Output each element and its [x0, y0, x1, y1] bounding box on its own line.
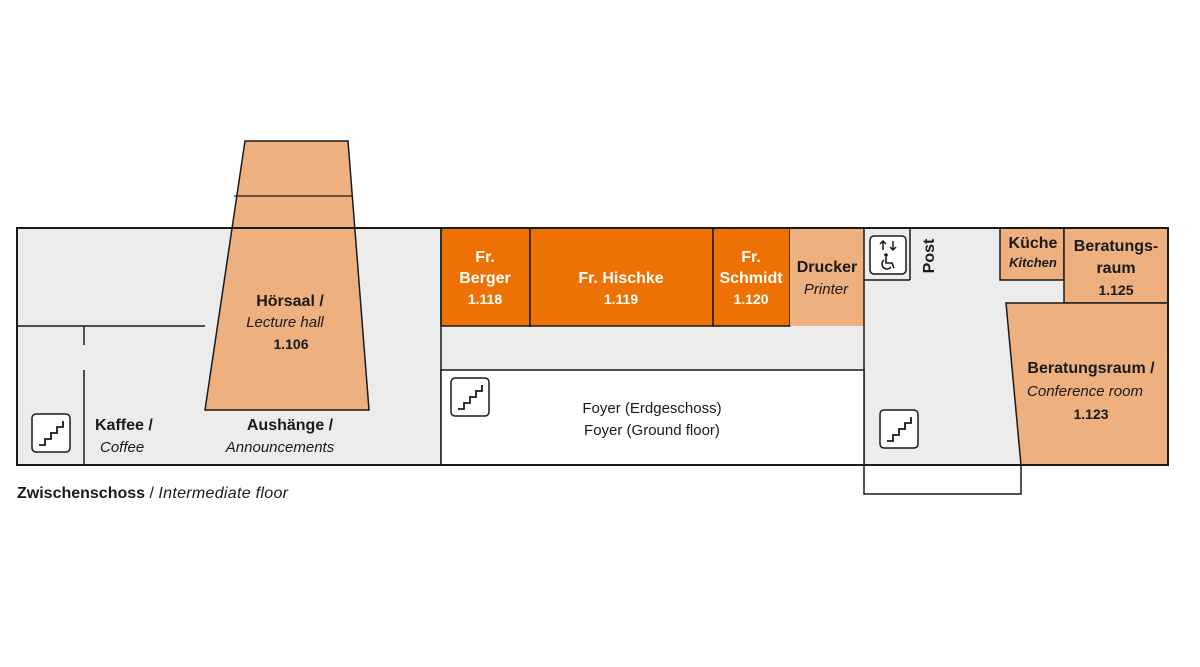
kitchen-label-en: Kitchen	[1009, 255, 1057, 270]
foyer-label-2: Foyer (Ground floor)	[584, 422, 720, 439]
berger-number: 1.118	[468, 291, 502, 307]
printer-label-en: Printer	[804, 281, 849, 298]
floor-caption-de: Zwischenschoss	[17, 485, 146, 502]
conference-label-en: Conference room	[1027, 383, 1143, 400]
consult-small-number: 1.125	[1098, 282, 1133, 298]
floor-border	[16, 227, 1169, 466]
lecture-hall-number: 1.106	[273, 336, 308, 352]
berger-label-1: Fr.	[475, 249, 495, 266]
wheelchair-icon	[881, 253, 895, 270]
schmidt-label-1: Fr.	[741, 249, 761, 266]
stairs-icon	[450, 377, 490, 417]
berger-label-2: Berger	[459, 270, 511, 287]
room-berger[interactable]	[440, 227, 531, 327]
coffee-label: Kaffee /	[95, 417, 153, 434]
stairs-icon	[31, 413, 71, 453]
schmidt-label-2: Schmidt	[719, 270, 783, 287]
room-hischke[interactable]	[529, 227, 714, 327]
conference-label: Beratungsraum /	[1027, 360, 1155, 377]
post-label: Post	[921, 238, 938, 273]
lecture-hall-room[interactable]	[204, 140, 370, 411]
notices-label: Aushänge /	[247, 417, 334, 434]
consult-small-label-2: raum	[1096, 260, 1135, 277]
notices-label-en: Announcements	[225, 439, 335, 456]
lecture-hall-name-en: Lecture hall	[246, 314, 324, 331]
room-printer[interactable]	[790, 228, 864, 326]
coffee-label-en: Coffee	[100, 439, 144, 456]
printer-label: Drucker	[797, 259, 857, 276]
consult-small-label-1: Beratungs-	[1074, 238, 1158, 255]
hischke-number: 1.119	[604, 291, 638, 307]
stairs-icon	[879, 409, 919, 449]
kitchen-label: Küche	[1009, 235, 1058, 252]
elevator-icon	[869, 235, 907, 275]
room-schmidt[interactable]	[712, 227, 791, 327]
floor-caption-en: Intermediate floor	[158, 485, 289, 502]
foyer-room[interactable]	[440, 369, 865, 466]
lecture-hall-name: Hörsaal /	[256, 293, 324, 310]
floor-caption-sep: /	[145, 485, 159, 502]
floor-caption: Zwischenschoss / Intermediate floor	[17, 485, 288, 503]
conference-number: 1.123	[1073, 406, 1108, 422]
foyer-label-1: Foyer (Erdgeschoss)	[582, 400, 721, 417]
hischke-label: Fr. Hischke	[578, 270, 663, 287]
schmidt-number: 1.120	[733, 291, 768, 307]
stair-extension	[863, 464, 1022, 495]
